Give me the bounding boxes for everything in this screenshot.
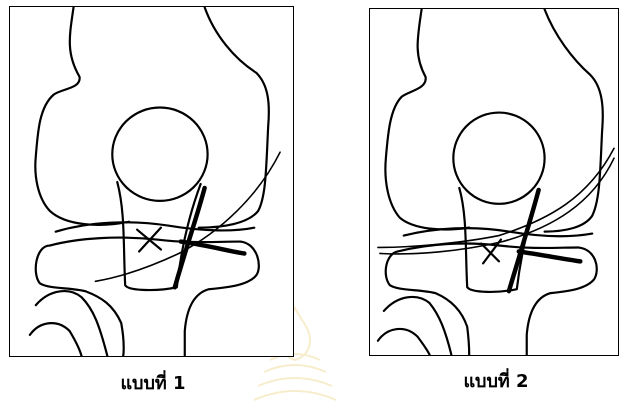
- tibia-outline-right: [185, 242, 259, 356]
- knee-diagram-panel-1: [9, 6, 294, 357]
- tendon-graft: [175, 188, 205, 287]
- femur-outline-right: [199, 7, 269, 227]
- caption-panel-1: แบบที่ 1: [120, 368, 185, 397]
- fibula-inner: [378, 329, 430, 355]
- femur-outline: [35, 7, 129, 225]
- tibia-outline: [36, 246, 124, 356]
- patella: [112, 108, 207, 201]
- fibula: [384, 297, 451, 355]
- tibia-outline-right: [527, 247, 597, 354]
- graft-horizontal: [519, 251, 581, 261]
- knee-illustration-2: [370, 9, 618, 355]
- caption-panel-2: แบบที่ 2: [463, 366, 528, 395]
- knee-illustration-1: [10, 7, 293, 356]
- femur-outline: [385, 9, 469, 229]
- tibia-outline: [386, 251, 469, 354]
- suture-line-2: [380, 158, 614, 254]
- tendon-graft: [509, 190, 539, 291]
- knee-diagram-panel-2: [369, 8, 619, 356]
- patella: [453, 113, 544, 204]
- fibula-inner: [30, 323, 82, 356]
